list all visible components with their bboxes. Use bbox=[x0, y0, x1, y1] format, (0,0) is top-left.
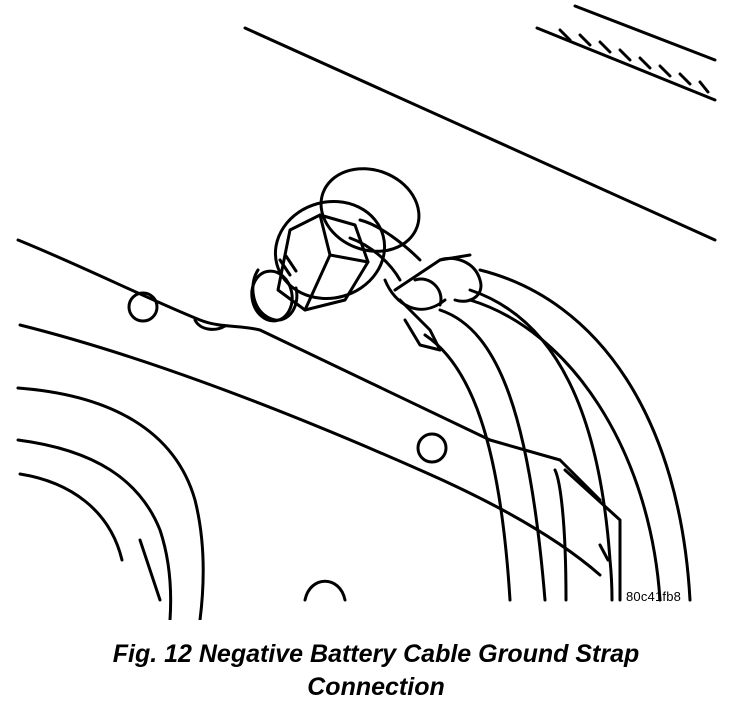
line-drawing bbox=[16, 4, 717, 620]
cable-terminal bbox=[348, 218, 483, 352]
ground-stud-nut bbox=[250, 167, 421, 323]
mount-hole-left bbox=[127, 291, 159, 323]
battery-cables bbox=[423, 268, 692, 602]
figure-code: 80c41fb8 bbox=[626, 589, 682, 604]
figure-caption-line1: Fig. 12 Negative Battery Cable Ground St… bbox=[112, 640, 640, 668]
upper-panel bbox=[243, 4, 717, 242]
frame-panel bbox=[16, 238, 622, 620]
figure-caption-line2: Connection bbox=[307, 673, 445, 701]
mount-hole-right bbox=[416, 432, 448, 464]
